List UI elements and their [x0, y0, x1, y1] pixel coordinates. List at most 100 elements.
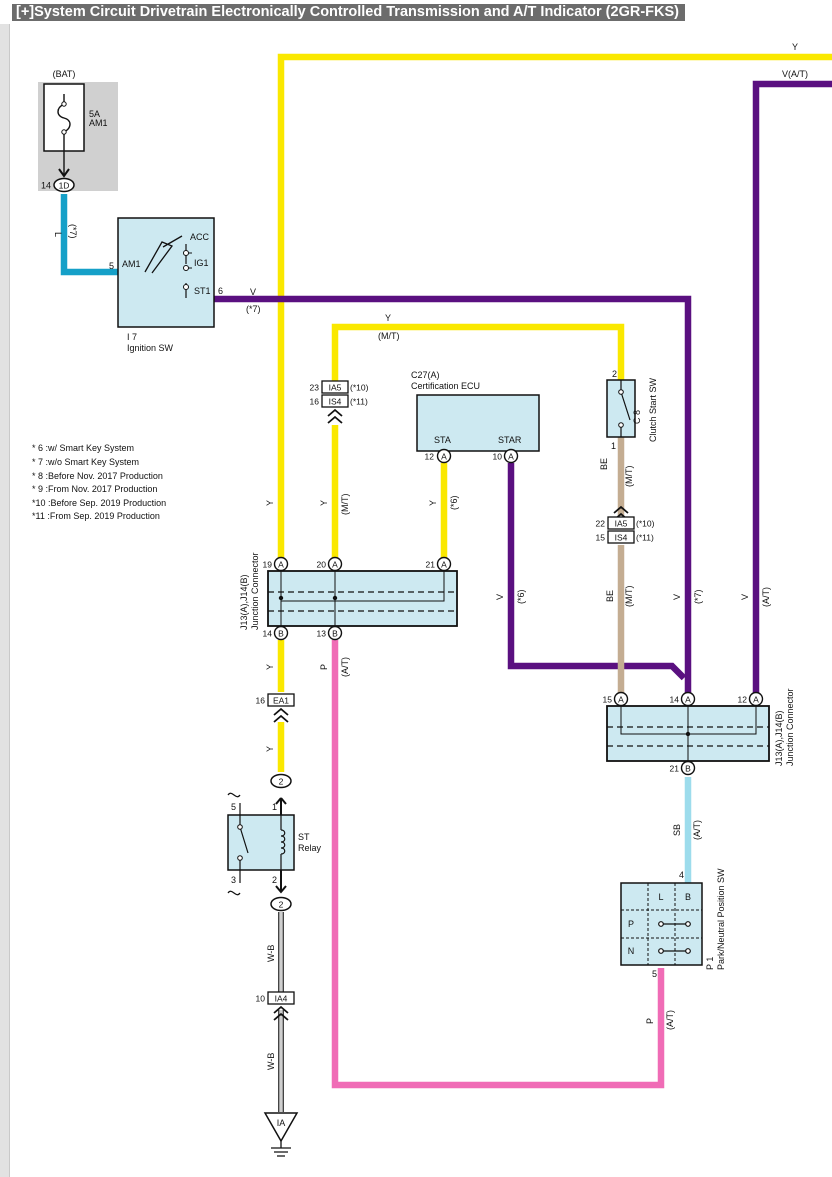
title-text: System Circuit Drivetrain Electronically…	[34, 4, 679, 20]
ecu-box	[416, 394, 540, 452]
fuse-amp: 5A	[89, 109, 100, 119]
ground-ia: IA	[263, 1112, 299, 1157]
wire-label-y-mid-note: (M/T)	[340, 494, 350, 516]
conn-left-note1: (*10)	[350, 383, 369, 393]
ground-icon	[271, 1141, 291, 1157]
ignition-ig1: IG1	[194, 258, 209, 268]
arrow-down-icon	[58, 168, 70, 178]
conn-left-pin2: 16	[310, 397, 320, 407]
ecu-id: C27(A)	[411, 370, 440, 380]
wire-label-l-note: (*7)	[68, 224, 78, 239]
clutch-pin-bottom: 1	[611, 441, 616, 451]
conn-left-pin1: 23	[310, 383, 320, 393]
jc-left-a2: A	[332, 560, 338, 570]
ecu-sta-connector	[436, 448, 452, 464]
jc-right-label2: Junction Connector	[785, 688, 795, 766]
ignition-switch: 5 AM1 ACC IG1 ST1 6 I 7 Ignition SW	[109, 217, 223, 353]
ia4-pin: 10	[256, 994, 266, 1004]
clutch-start-switch: 2 1 C 8 Clutch Start SW	[606, 369, 658, 451]
ignition-am1-pin: 5	[109, 261, 114, 271]
pn-pin-bottom: 5	[652, 969, 657, 979]
ignition-id: I 7	[127, 332, 137, 342]
ecu-sta-pin: 12	[425, 452, 435, 462]
wire-y-top-trunk	[277, 53, 832, 558]
wire-label-wb-upper: W-B	[266, 945, 276, 962]
wire-label-v-st-right-note: (*7)	[693, 589, 703, 604]
wire-label-y-left: Y	[265, 500, 275, 506]
wire-label-be-upper-note: (M/T)	[624, 466, 634, 488]
connector-ia4: IA4 10	[256, 991, 295, 1021]
expand-toggle[interactable]: [+]	[16, 4, 35, 20]
wire-label-v-star: V	[495, 594, 505, 600]
jc-left-pin-14: 14	[263, 629, 273, 639]
wire-label-l: L	[53, 232, 63, 237]
wire-label-be-lower-note: (M/T)	[624, 586, 634, 608]
bat-label: (BAT)	[53, 69, 76, 79]
wire-label-v-at-top: V(A/T)	[782, 69, 808, 79]
fuse-name: AM1	[89, 118, 108, 128]
relay-coil-icon	[280, 815, 286, 870]
ecu-name: Certification ECU	[411, 381, 480, 391]
conn-right-note1: (*10)	[636, 519, 655, 529]
pn-pin-top: 4	[679, 870, 684, 880]
arrow-up-icon	[275, 797, 287, 815]
conn-right-id2: IS4	[615, 533, 628, 543]
ignition-st1-pin: 6	[218, 286, 223, 296]
connector-ia5-is4-right: IA5 IS4 22 15 (*10) (*11)	[596, 505, 655, 544]
wire-label-be-lower: BE	[605, 590, 615, 602]
wire-label-p-pn-note: (A/T)	[665, 1010, 675, 1030]
certification-ecu: C27(A) Certification ECU STA STAR A 12 A…	[411, 370, 540, 464]
wire-label-v-st1-note: (*7)	[246, 304, 261, 314]
connector-1d-id: 1D	[59, 181, 70, 191]
relay-contact-icon	[239, 803, 249, 883]
clutch-name: Clutch Start SW	[648, 377, 658, 442]
connector-ea1: EA1 16	[256, 693, 295, 723]
ignition-st1: ST1	[194, 286, 211, 296]
jc-right-pin-21: 21	[670, 764, 680, 774]
ea1-id: EA1	[273, 696, 289, 706]
conn-left-id1: IA5	[329, 383, 342, 393]
ecu-sta: STA	[434, 435, 451, 445]
ignition-acc: ACC	[190, 232, 210, 242]
note-8: * 8 :Before Nov. 2017 Production	[32, 471, 163, 481]
ecu-star-pin: 10	[493, 452, 503, 462]
left-scroll-gutter	[0, 24, 10, 1177]
ia4-id: IA4	[275, 994, 288, 1004]
jc-left-b2: B	[332, 629, 338, 639]
ignition-name: Ignition SW	[127, 343, 174, 353]
arrow-down-icon	[275, 870, 287, 894]
pn-row-p: P	[628, 919, 634, 929]
st-relay: 2 5 1 3 2 ST Relay 2	[227, 773, 322, 912]
ecu-star: STAR	[498, 435, 522, 445]
jc-left-pin-20: 20	[317, 560, 327, 570]
junction-connector-left: A 19 A 20 A 21 B 14 B 13 J13(A),J14(B) J…	[239, 552, 458, 641]
conn-right-id1: IA5	[615, 519, 628, 529]
wire-label-y-b14: Y	[265, 664, 275, 670]
jc-left-label1: J13(A),J14(B)	[239, 574, 249, 630]
note-6: * 6 :w/ Smart Key System	[32, 443, 134, 453]
relay-pin5: 5	[231, 802, 236, 812]
note-10: *10 :Before Sep. 2019 Production	[32, 498, 166, 508]
pn-row-n: N	[628, 946, 635, 956]
note-7: * 7 :w/o Smart Key System	[32, 457, 139, 467]
jc-left-a1: A	[278, 560, 284, 570]
wire-label-v-st1: V	[250, 287, 256, 297]
pn-contact-icon	[658, 921, 691, 954]
jc-left-pin-13: 13	[317, 629, 327, 639]
pn-col-l: L	[658, 892, 663, 902]
ea1-pin: 16	[256, 696, 266, 706]
page-title: [+]System Circuit Drivetrain Electronica…	[12, 4, 685, 21]
park-neutral-switch: 4 L B P N 5 P 1 Park/Neutral Position SW	[620, 868, 726, 979]
jc-left-box	[267, 570, 458, 627]
wire-label-v-st-right: V	[672, 594, 682, 600]
junction-connector-right: A 15 A 14 A 12 B 21 J13(A),J14(B) Juncti…	[603, 688, 795, 776]
relay-conn-lower-id: 2	[279, 900, 284, 910]
ecu-star-conn-letter: A	[508, 452, 514, 462]
wire-v-at-top	[752, 80, 832, 693]
ecu-star-connector	[503, 448, 519, 464]
jc-right-b1: B	[685, 764, 691, 774]
wire-label-y-top: Y	[792, 42, 798, 52]
wire-label-y-mid: Y	[319, 500, 329, 506]
jc-right-pin-14: 14	[670, 695, 680, 705]
